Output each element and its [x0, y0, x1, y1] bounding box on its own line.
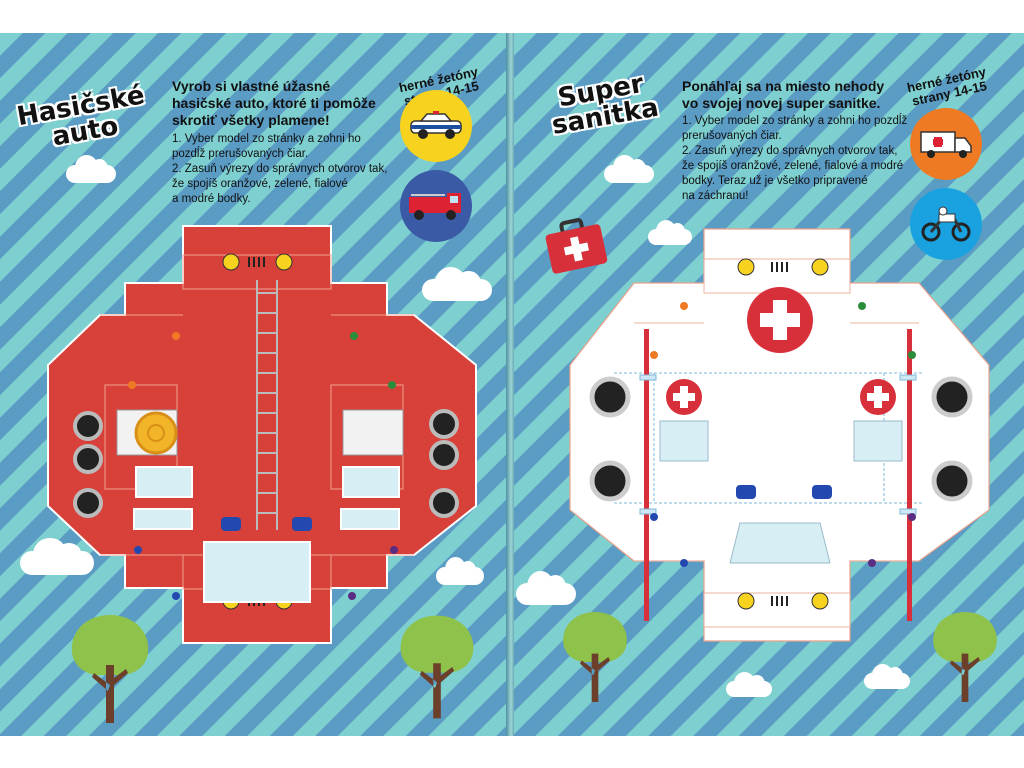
- motorcycle-token: [910, 188, 982, 260]
- cloud: [436, 557, 484, 585]
- cloud: [648, 220, 692, 245]
- ambulance-intro: Ponáhľaj sa na miesto nehody vo svojej n…: [682, 78, 885, 111]
- cloud: [516, 570, 576, 605]
- book-gutter: [506, 33, 516, 736]
- ambulance-token: [910, 108, 982, 180]
- fire-truck-icon: [409, 193, 461, 220]
- ambulance-steps: 1. Vyber model zo stránky a zohni ho poz…: [682, 115, 908, 202]
- tree-illustration: [400, 615, 474, 719]
- tree-illustration: [933, 612, 997, 702]
- cloud: [604, 155, 654, 183]
- first-aid-kit-icon: [545, 218, 608, 274]
- fire-truck-model: [47, 225, 477, 644]
- fire-truck-intro: Vyrob si vlastné úžasné hasičské auto, k…: [172, 78, 376, 128]
- police-car-icon: [410, 111, 462, 139]
- motorcycle-icon: [921, 206, 971, 242]
- fire-truck-token: [400, 170, 472, 242]
- fire-truck-steps: 1. Vyber model zo stránky a zohni ho poz…: [172, 133, 388, 205]
- cloud: [422, 266, 492, 301]
- cloud: [864, 664, 910, 689]
- ambulance-icon: [920, 131, 972, 158]
- cloud: [726, 672, 772, 697]
- cloud: [20, 537, 94, 575]
- right-page: Super sanitka Ponáhľaj sa na miesto neho…: [514, 33, 1024, 736]
- tree-illustration: [71, 615, 149, 723]
- cloud: [66, 155, 116, 183]
- ambulance-model: [569, 228, 990, 642]
- left-page: Hasičské auto Vyrob si vlastné úžasné ha…: [0, 33, 508, 736]
- police-car-token: [400, 90, 472, 162]
- tree-illustration: [563, 612, 627, 702]
